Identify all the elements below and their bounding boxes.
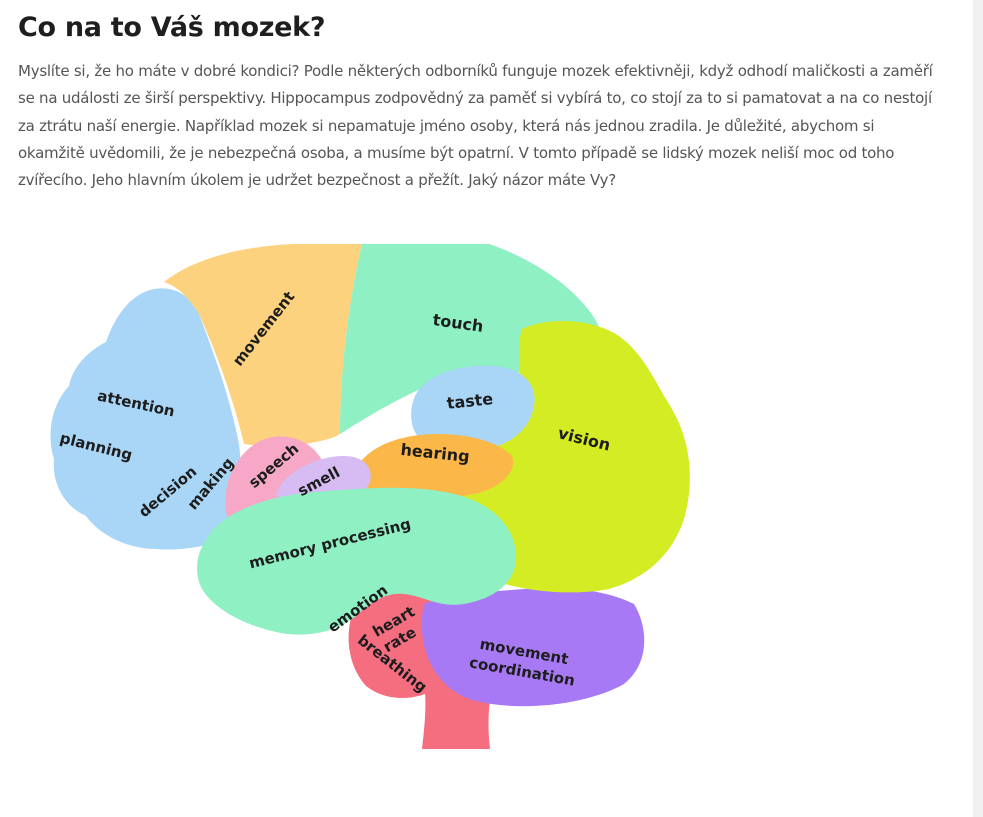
temporal-lobe-region: [197, 487, 517, 635]
page-scrollbar[interactable]: [973, 0, 983, 817]
taste-region: [411, 365, 535, 451]
article: Co na to Váš mozek? Myslíte si, že ho má…: [18, 0, 958, 194]
vision-region: [445, 320, 690, 593]
heart-rate-breathing-region: [348, 592, 442, 699]
hearing-region: [354, 434, 514, 500]
article-title: Co na to Váš mozek?: [18, 12, 326, 43]
article-body: Myslíte si, že ho máte v dobré kondici? …: [18, 62, 933, 190]
label-taste: taste: [446, 389, 494, 413]
frontal-lobe-region: [50, 288, 241, 550]
brain-svg: movement touch attention planning decisi…: [50, 244, 690, 749]
sensory-cortex-region: [340, 244, 604, 434]
motor-cortex-region: [164, 244, 362, 446]
brain-illustration: movement touch attention planning decisi…: [44, 244, 694, 749]
cerebellum-region: [421, 587, 645, 707]
